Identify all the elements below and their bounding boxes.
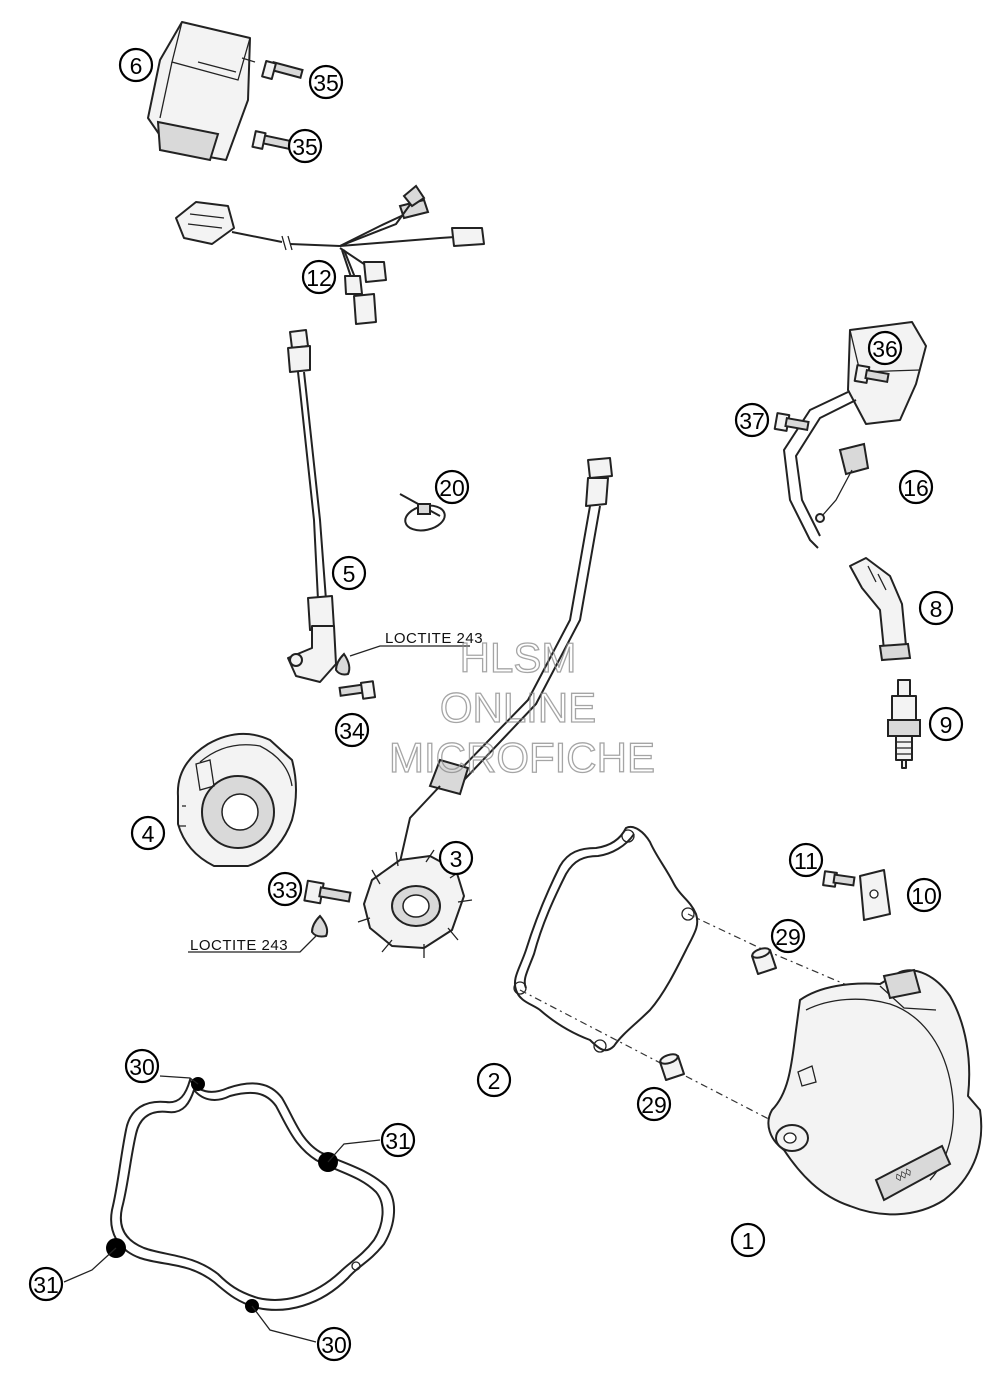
svg-text:1: 1	[742, 1228, 755, 1254]
callout-31-right: 31	[380, 1122, 416, 1158]
svg-text:31: 31	[33, 1272, 59, 1298]
svg-text:10: 10	[911, 883, 937, 909]
part-33-screw[interactable]	[303, 879, 352, 905]
callout-12: 12	[301, 259, 337, 295]
part-9-spark-plug[interactable]	[887, 679, 921, 769]
loctite-label-top: LOCTITE 243	[385, 630, 483, 647]
part-12-wiring-harness[interactable]	[175, 184, 485, 325]
svg-text:30: 30	[321, 1332, 347, 1358]
svg-text:31: 31	[385, 1128, 411, 1154]
callout-31-left: 31	[28, 1266, 64, 1302]
part-5-lead[interactable]	[287, 329, 337, 683]
leader-30-lower	[251, 1305, 317, 1343]
svg-text:30: 30	[129, 1054, 155, 1080]
svg-text:4: 4	[142, 821, 155, 847]
callout-36: 36	[867, 330, 903, 366]
svg-text:36: 36	[872, 336, 898, 362]
svg-text:33: 33	[272, 877, 298, 903]
part-8-spark-plug-cap[interactable]	[849, 557, 912, 662]
callout-35-lower: 35	[287, 128, 323, 164]
svg-text:37: 37	[739, 408, 765, 434]
inner-gasket[interactable]	[106, 1077, 396, 1313]
svg-text:5: 5	[343, 561, 356, 587]
svg-text:2: 2	[488, 1068, 501, 1094]
svg-text:34: 34	[339, 718, 365, 744]
svg-text:9: 9	[940, 712, 953, 738]
part-16-ignition-coil[interactable]	[782, 321, 927, 549]
callout-6: 6	[118, 47, 154, 83]
callout-9: 9	[928, 706, 964, 742]
callout-37: 37	[734, 402, 770, 438]
loctite-drop-top	[334, 645, 470, 676]
alignment-line-upper	[687, 913, 883, 1001]
svg-text:6: 6	[130, 53, 143, 79]
part-34-screw[interactable]	[338, 680, 377, 700]
callout-34: 34	[334, 712, 370, 748]
callout-2: 2	[476, 1062, 512, 1098]
callout-30-lower: 30	[316, 1326, 352, 1362]
callout-20: 20	[434, 469, 470, 505]
alignment-line-lower	[519, 989, 791, 1131]
leader-31-right	[327, 1139, 381, 1163]
callout-33: 33	[267, 871, 303, 907]
callout-11: 11	[788, 842, 824, 878]
part-29-dowel-lower[interactable]	[659, 1052, 685, 1081]
callout-10: 10	[906, 877, 942, 913]
callout-8: 8	[918, 590, 954, 626]
part-35-screw-upper[interactable]	[241, 57, 304, 81]
callout-3: 3	[438, 840, 474, 876]
part-36-screw[interactable]	[853, 364, 890, 384]
svg-text:29: 29	[775, 924, 801, 950]
callout-29-upper: 29	[770, 918, 806, 954]
part-35-screw-lower[interactable]	[251, 130, 292, 151]
part-20-cable-tie[interactable]	[399, 493, 447, 534]
part-29-dowel-upper[interactable]	[751, 946, 777, 975]
svg-text:8: 8	[930, 596, 943, 622]
watermark-line-1: HLSM	[460, 634, 577, 681]
loctite-drop-bottom	[188, 914, 329, 953]
part-10-bracket[interactable]	[859, 869, 891, 921]
callout-4: 4	[130, 815, 166, 851]
svg-text:20: 20	[439, 475, 465, 501]
part-37-screw[interactable]	[773, 412, 810, 432]
part-6-control-unit[interactable]	[147, 21, 251, 162]
watermark-line-2: ONLINE	[440, 684, 596, 731]
part-4-rotor[interactable]	[176, 732, 297, 867]
svg-text:35: 35	[292, 134, 318, 160]
callout-30-upper: 30	[124, 1048, 160, 1084]
leader-31-left	[63, 1247, 117, 1283]
part-3-stator[interactable]	[357, 457, 613, 958]
callout-29-lower: 29	[636, 1086, 672, 1122]
callout-35-upper: 35	[308, 64, 344, 100]
part-1-ignition-cover[interactable]: ◊◊◊	[767, 968, 983, 1216]
part-2-gasket[interactable]	[513, 826, 699, 1053]
watermark: HLSM ONLINE MICROFICHE	[388, 633, 655, 781]
svg-text:12: 12	[306, 265, 332, 291]
callout-1: 1	[730, 1222, 766, 1258]
part-11-screw[interactable]	[822, 870, 856, 888]
svg-text:16: 16	[903, 475, 929, 501]
callout-16: 16	[898, 469, 934, 505]
watermark-line-3: MICROFICHE	[389, 734, 655, 781]
svg-text:29: 29	[641, 1092, 667, 1118]
callout-5: 5	[331, 555, 367, 591]
svg-text:11: 11	[794, 848, 818, 874]
svg-text:35: 35	[313, 70, 339, 96]
loctite-label-bottom: LOCTITE 243	[190, 937, 288, 954]
svg-text:3: 3	[450, 846, 463, 872]
leader-30-upper	[159, 1075, 199, 1085]
